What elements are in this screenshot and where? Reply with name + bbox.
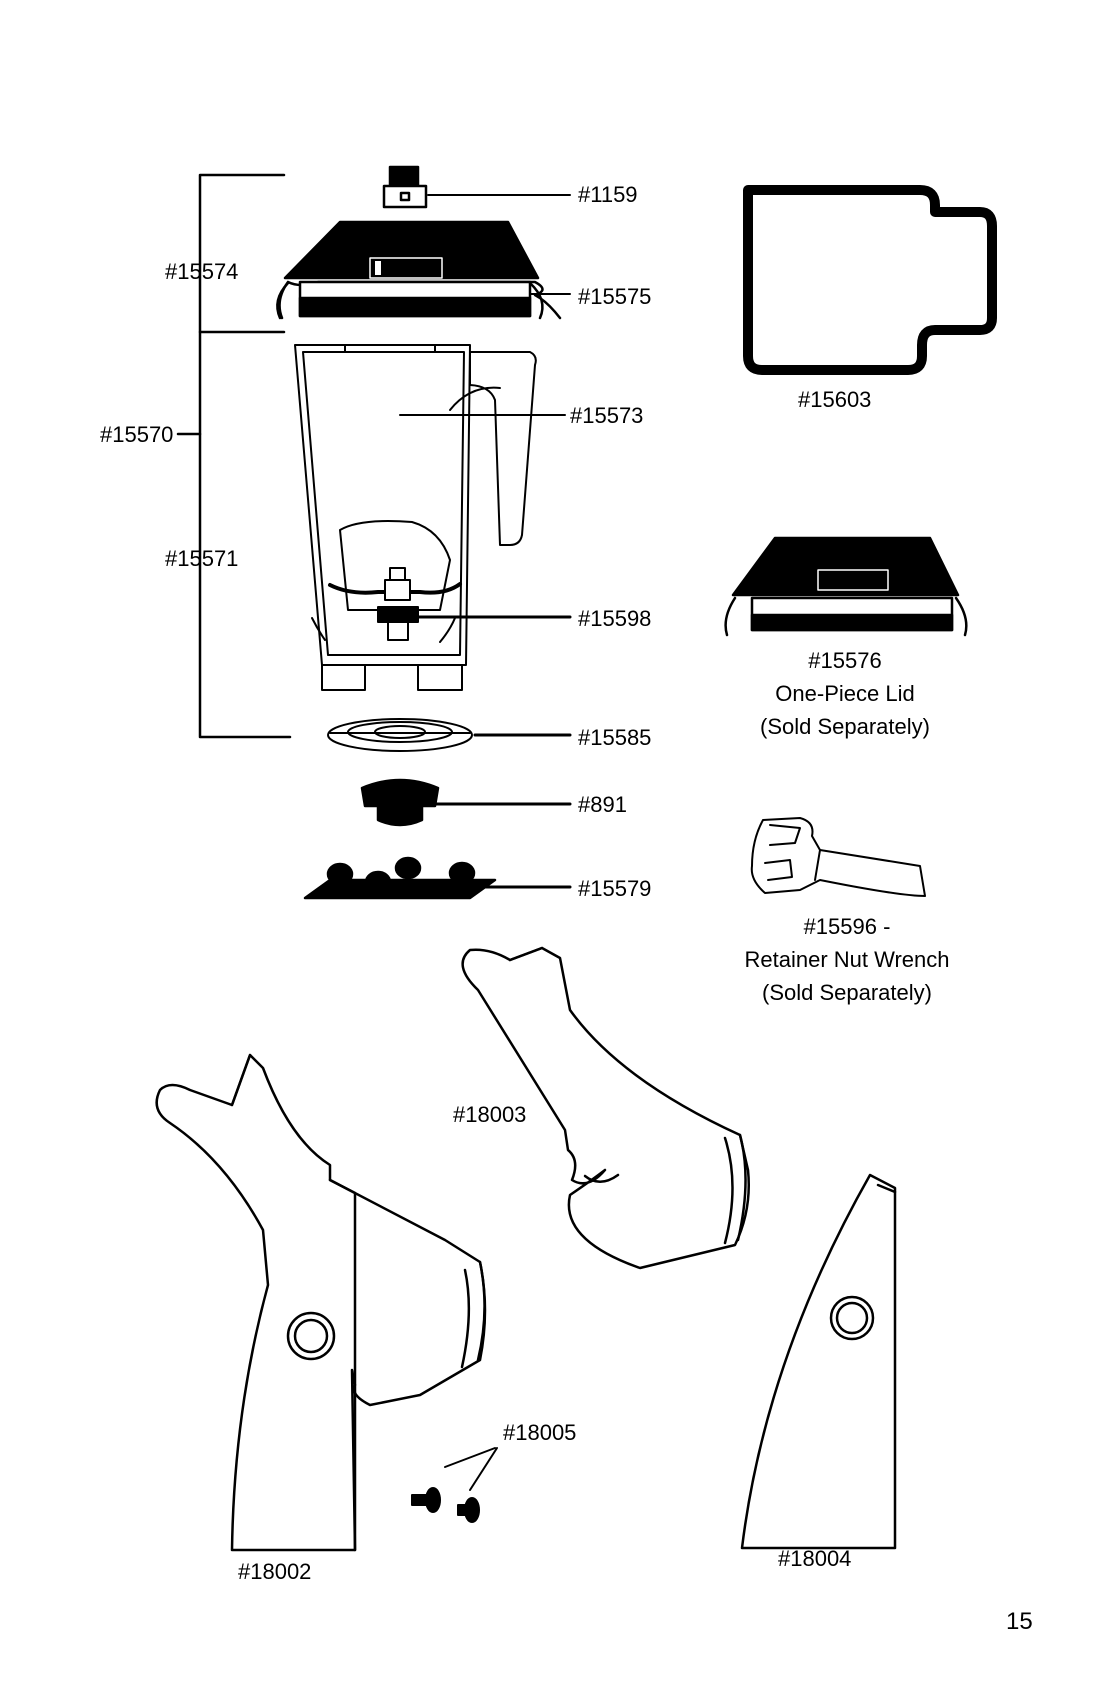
label-15585: #15585 xyxy=(578,725,652,750)
retainer-nut-891 xyxy=(360,778,440,827)
wrench-15596 xyxy=(750,817,926,897)
gasket-15603 xyxy=(743,185,997,375)
one-piece-lid-15576 xyxy=(724,536,968,637)
label-15598: #15598 xyxy=(578,606,652,631)
wrench-caption-name: Retainer Nut Wrench xyxy=(744,947,950,972)
wrench-caption-note: (Sold Separately) xyxy=(762,980,932,1005)
one-piece-lid-caption: #15576 One-Piece Lid (Sold Separately) xyxy=(695,644,995,743)
label-15603: #15603 xyxy=(798,387,872,412)
label-18002: #18002 xyxy=(238,1559,312,1584)
lid-plug-1159 xyxy=(382,165,428,209)
label-1159: #1159 xyxy=(578,182,638,207)
base-18004 xyxy=(740,1173,897,1550)
label-15579: #15579 xyxy=(578,876,652,901)
label-18005: #18005 xyxy=(503,1420,577,1445)
two-piece-lid xyxy=(276,220,562,320)
centering-pad-15579 xyxy=(303,856,497,900)
label-18003: #18003 xyxy=(453,1102,527,1127)
label-15573: #15573 xyxy=(570,403,644,428)
base-18002 xyxy=(155,1053,487,1552)
lid-caption-name: One-Piece Lid xyxy=(775,681,915,706)
bracket-lines xyxy=(176,173,292,739)
label-15570: #15570 xyxy=(100,422,174,447)
lid-caption-number: #15576 xyxy=(808,648,882,673)
lid-caption-note: (Sold Separately) xyxy=(760,714,930,739)
label-18004: #18004 xyxy=(778,1546,852,1571)
label-15574: #15574 xyxy=(165,259,239,284)
wrench-caption-number: #15596 - xyxy=(803,914,891,939)
container-15573 xyxy=(294,344,537,691)
label-15575: #15575 xyxy=(578,284,652,309)
label-15571: #15571 xyxy=(165,546,239,571)
retainer-plate-15585 xyxy=(327,718,473,752)
page-number: 15 xyxy=(1006,1608,1033,1635)
wrench-caption: #15596 - Retainer Nut Wrench (Sold Separ… xyxy=(697,910,997,1009)
label-891: #891 xyxy=(578,792,627,817)
thumbscrews-18005 xyxy=(411,1487,480,1523)
base-18003 xyxy=(461,946,750,1270)
lid-logo xyxy=(369,257,443,279)
